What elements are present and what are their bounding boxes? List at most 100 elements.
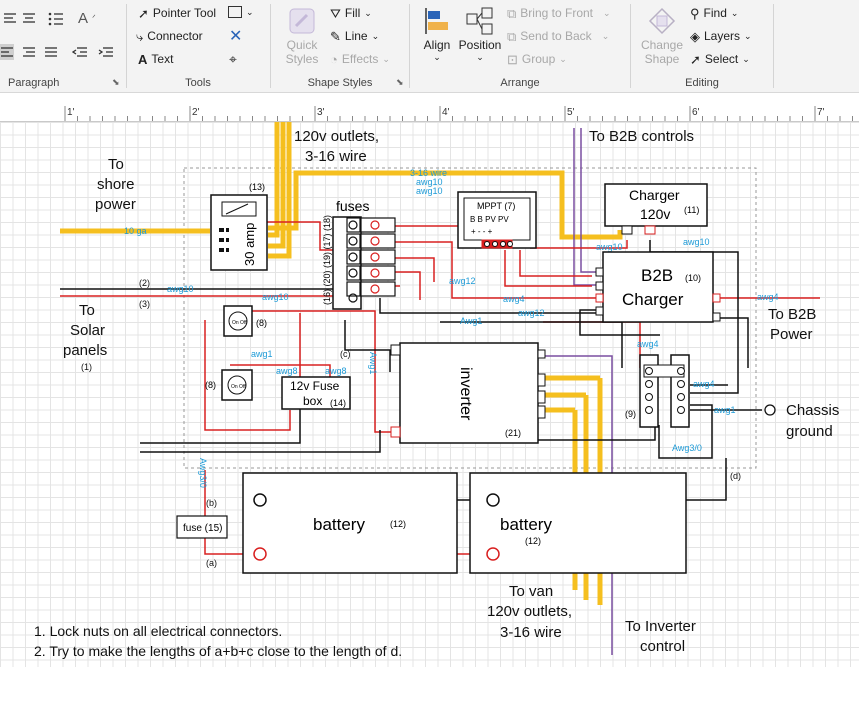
breaker-terminals <box>219 228 229 252</box>
charger-120v[interactable]: Charger 120v (11) <box>604 183 708 235</box>
fill-icon: ⛛ <box>330 5 341 21</box>
align-left-icon[interactable] <box>3 12 17 24</box>
solar-label-2: Solar <box>70 322 105 339</box>
inverter-title: inverter <box>457 367 474 421</box>
find-button[interactable]: ⚲Find⌄ <box>690 6 738 20</box>
battery-number: (12) <box>525 536 541 546</box>
group-button[interactable]: ⊡Group⌄ <box>507 52 567 66</box>
mppt-body <box>457 191 537 249</box>
send-to-back-button[interactable]: ⧉Send to Back⌄ <box>507 29 609 43</box>
chevron-down-icon: ⌄ <box>433 52 441 62</box>
switch-solar[interactable]: On Off (8) <box>223 305 267 337</box>
b2b-subtitle: Charger <box>622 290 684 309</box>
fuse-15-body <box>176 515 228 539</box>
switch-battery[interactable]: On Off (8) <box>205 369 253 401</box>
select-button[interactable]: ➚Select⌄ <box>690 52 750 66</box>
increase-indent-icon[interactable] <box>98 46 114 58</box>
group-separator <box>773 4 774 88</box>
ref-number: (3) <box>139 299 150 309</box>
van-outlets-label-3: 3-16 wire <box>500 624 562 641</box>
layers-label: Layers <box>704 29 741 43</box>
wire-label: awg8 <box>276 366 298 376</box>
battery-body <box>469 472 687 574</box>
line-button[interactable]: ✎Line⌄ <box>330 29 379 43</box>
align-button[interactable]: Align⌄ <box>419 6 455 63</box>
position-button[interactable]: Position⌄ <box>457 6 503 63</box>
pointer-tool-button[interactable]: ➚Pointer Tool <box>138 6 216 20</box>
justify-icon[interactable] <box>44 46 58 58</box>
rectangle-shape-button[interactable]: ⌄ <box>228 6 254 18</box>
shape-styles-group-label: Shape Styles <box>307 77 373 89</box>
send-to-back-label: Send to Back <box>520 29 592 43</box>
bullets-icon[interactable] <box>48 12 64 26</box>
page-bottom-area <box>0 667 859 706</box>
change-shape-button[interactable]: Change Shape <box>638 6 686 66</box>
battery-1[interactable]: battery (12) <box>242 472 458 574</box>
wire-label: 10 ga <box>124 226 147 236</box>
wire-label: awg4 <box>503 294 525 304</box>
dialog-launcher-icon[interactable]: ⬊ <box>396 77 404 87</box>
battery-2[interactable]: battery (12) <box>469 472 687 574</box>
breaker-rating: 30 amp <box>242 223 257 266</box>
horizontal-ruler[interactable]: 1' 2' 3' 4' 5' 6' 7' <box>0 106 859 122</box>
connection-point-icon[interactable]: ⌖ <box>229 51 237 67</box>
quick-styles-button[interactable]: Quick Styles <box>278 6 326 66</box>
mppt-controller[interactable]: MPPT (7) B B PV PV + - - + <box>457 191 537 249</box>
switch-knob <box>228 311 248 331</box>
shore-label-3: power <box>95 196 136 213</box>
decrease-indent-icon[interactable] <box>72 46 88 58</box>
inverter[interactable]: inverter (21) <box>390 342 546 444</box>
fill-button[interactable]: ⛛Fill⌄ <box>330 6 372 20</box>
fuse-box-number: (14) <box>330 398 346 408</box>
group-separator <box>409 4 410 88</box>
fuse-15[interactable]: fuse (15) <box>176 515 228 539</box>
effects-label: Effects <box>341 52 379 66</box>
inverter-control-label-2: control <box>640 638 685 655</box>
battery-number: (12) <box>390 519 406 529</box>
close-icon[interactable]: ✕ <box>229 28 243 45</box>
b2b-charger[interactable]: B2B Charger (10) <box>595 251 721 323</box>
ruler-mark: 6' <box>692 107 700 118</box>
solar-label: To <box>79 302 95 319</box>
send-back-icon: ⧉ <box>507 28 517 44</box>
shore-breaker[interactable]: 30 amp (13) <box>210 182 268 271</box>
dialog-launcher-icon[interactable]: ⬊ <box>112 77 120 87</box>
fuse-block[interactable]: fuses (16) (20) (19) (17) (18) <box>322 198 396 310</box>
fuse-box-subtitle: box <box>303 394 322 408</box>
battery-body <box>242 472 458 574</box>
justify-left-icon[interactable] <box>0 44 14 60</box>
switch-number: (8) <box>205 380 216 390</box>
effects-button[interactable]: ◔Effects⌄ <box>330 52 390 66</box>
group-separator <box>270 4 271 88</box>
group-separator <box>126 4 127 88</box>
quick-styles-label: Quick Styles <box>285 38 319 66</box>
fuse-15-label: fuse (15) <box>183 523 222 534</box>
shore-label-2: shore <box>97 176 135 193</box>
b2b-power-label: To B2B <box>768 306 816 323</box>
fuse-box-12v[interactable]: 12v Fuse box (14) <box>281 376 351 410</box>
outlets-top-label-2: 3-16 wire <box>305 148 367 165</box>
bus-bars[interactable]: (9) <box>625 354 690 428</box>
battery-positive-terminal <box>253 547 267 561</box>
fuse-slots <box>346 217 396 297</box>
fuse-numbers: (16) (20) (19) (17) (18) <box>322 215 332 305</box>
connector-label: Connector <box>147 29 203 43</box>
wire-label: awg4 <box>637 339 659 349</box>
connector-button[interactable]: ⤷Connector <box>136 29 203 43</box>
layers-button[interactable]: ◈Layers⌄ <box>690 29 752 43</box>
diagram-labels: 120v outlets, 3-16 wire To shore power T… <box>63 128 839 655</box>
ref-letter: (b) <box>206 498 217 508</box>
selection-boundary <box>183 167 757 469</box>
bring-to-front-button[interactable]: ⧉Bring to Front⌄ <box>507 6 611 20</box>
chevron-down-icon: ⌄ <box>246 6 254 17</box>
bring-to-front-label: Bring to Front <box>520 6 593 20</box>
find-label: Find <box>703 6 727 20</box>
align-center-icon[interactable] <box>22 12 36 24</box>
wire-label: awg12 <box>449 276 476 286</box>
align-right-icon[interactable] <box>22 46 36 58</box>
